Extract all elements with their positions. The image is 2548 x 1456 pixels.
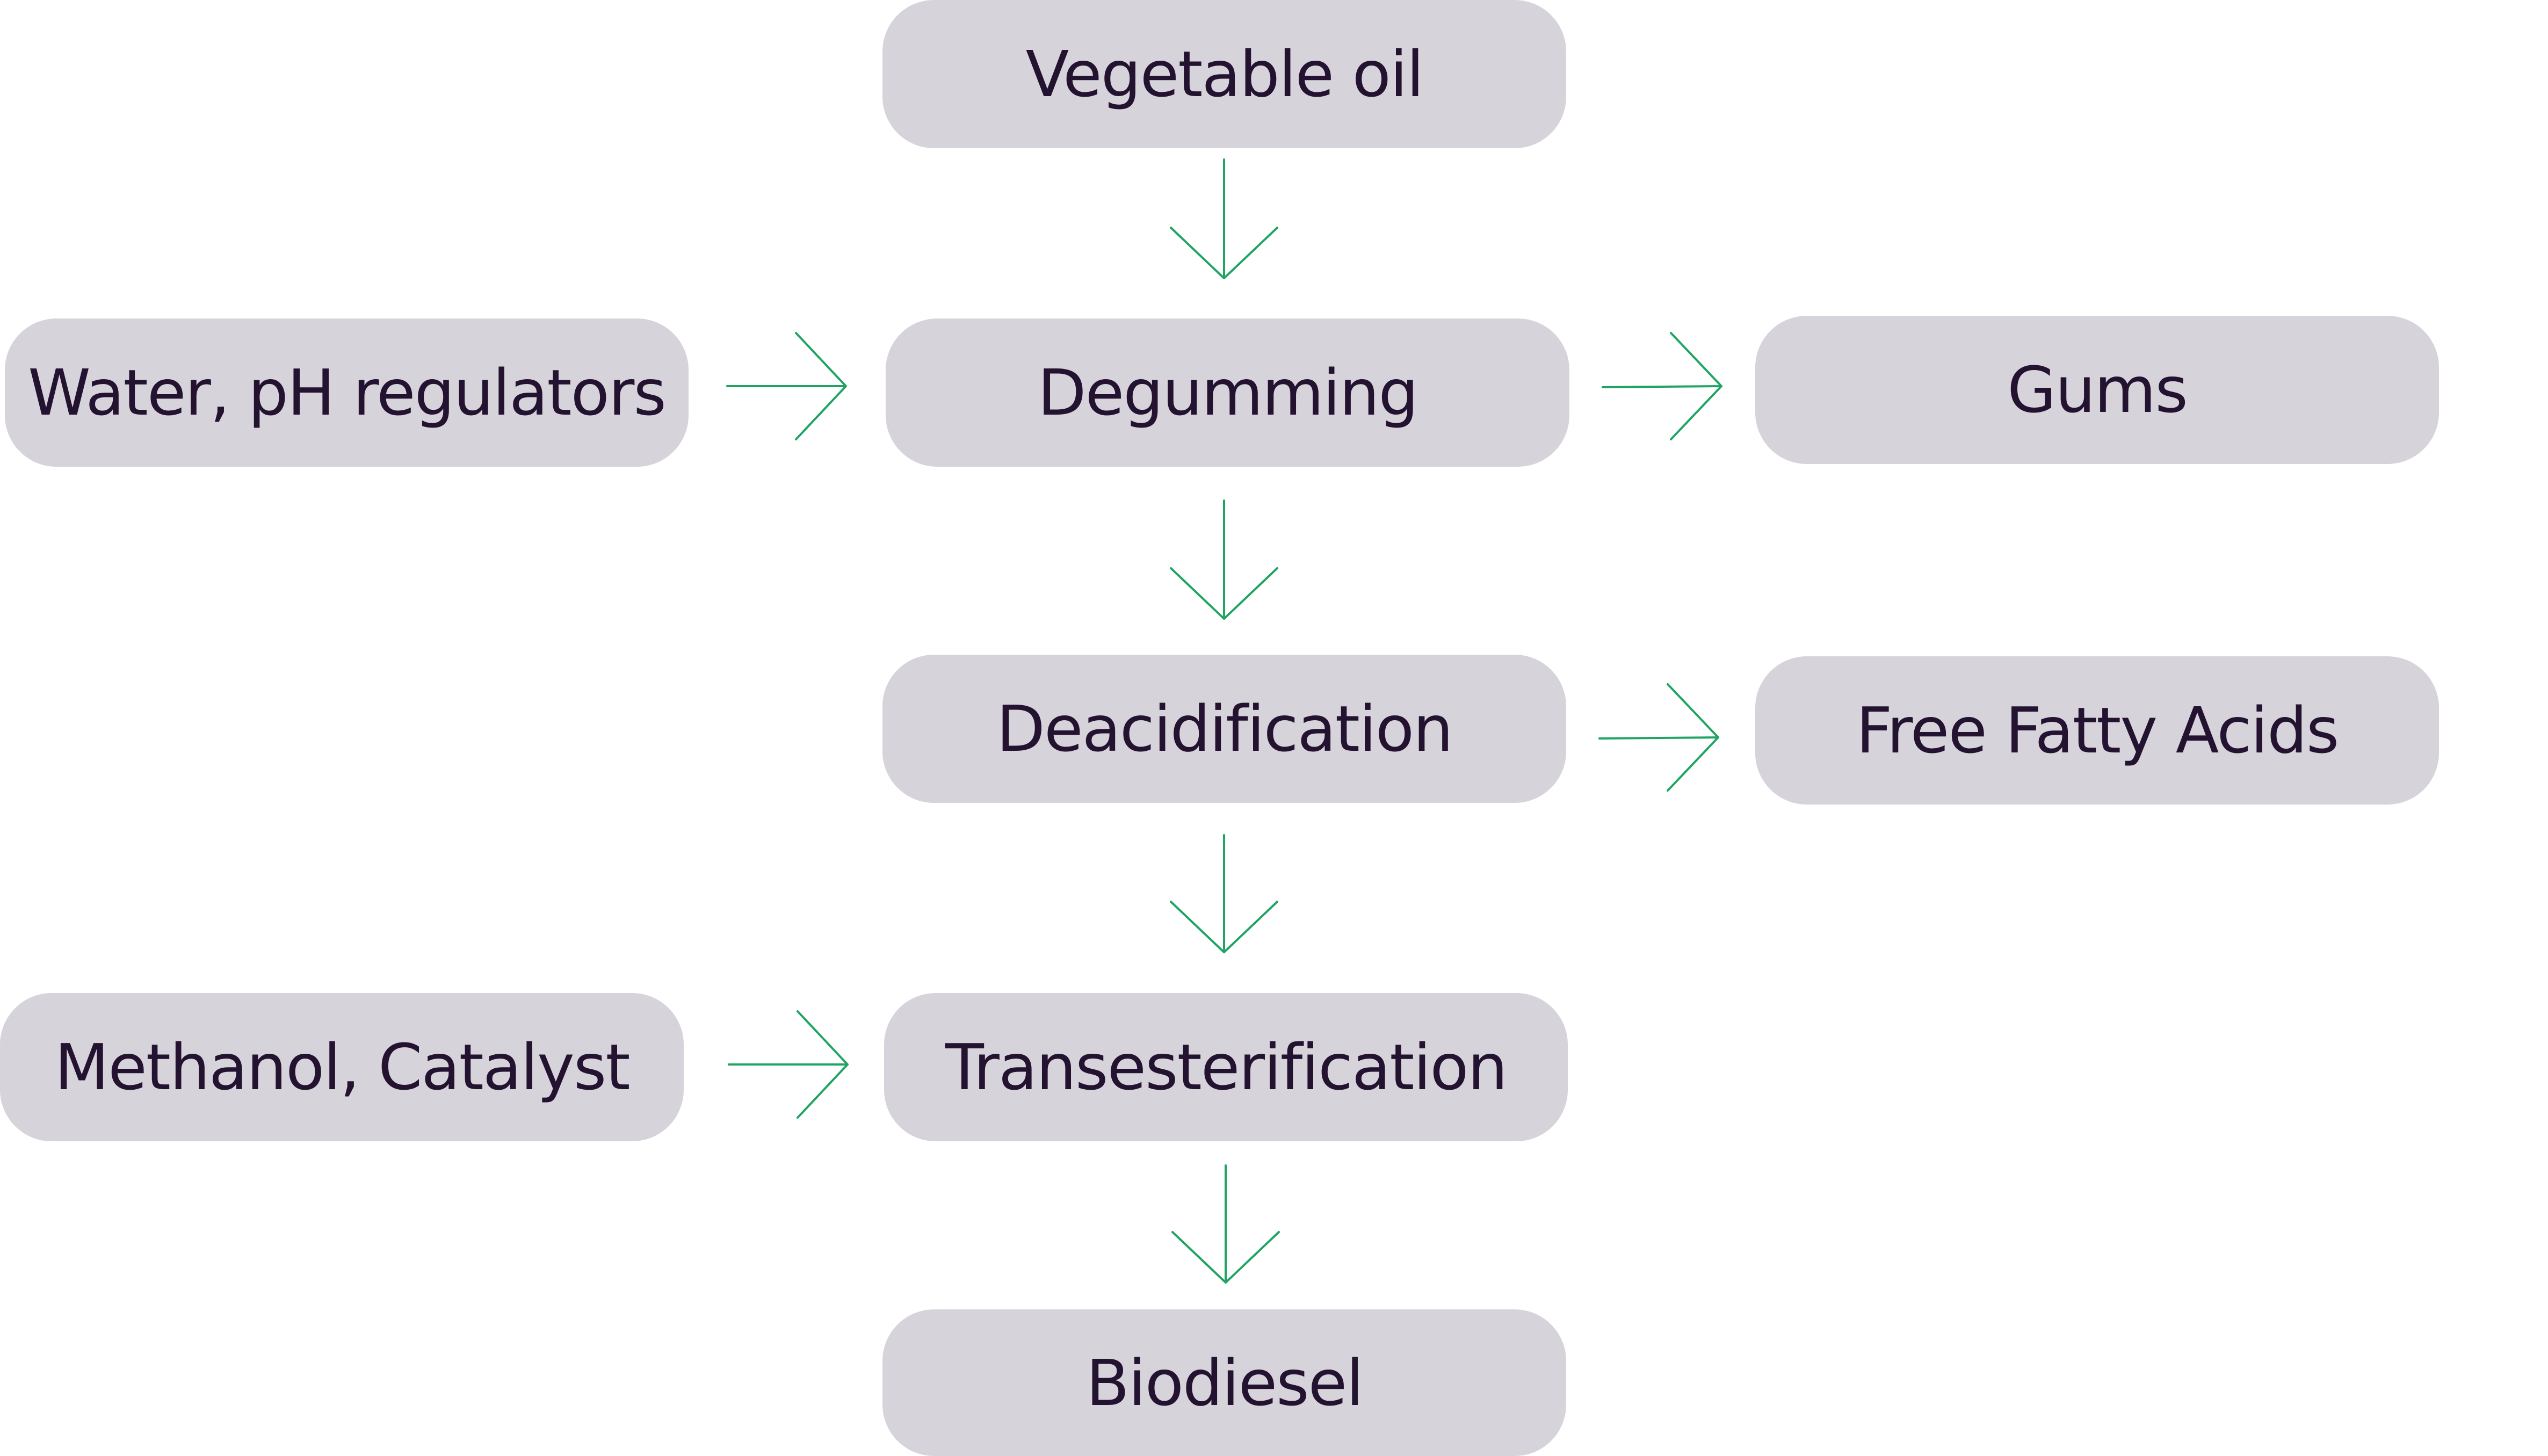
arrow-right-deacidification-to-fatty-acids xyxy=(1598,683,1719,792)
node-gums: Gums xyxy=(1755,316,2439,464)
node-deacidification-label: Deacidification xyxy=(996,692,1453,766)
arrow-down-vegetable-oil-to-degumming xyxy=(1170,158,1278,279)
arrow-right-degumming-to-gums xyxy=(1602,332,1722,440)
node-transesterification-label: Transesterification xyxy=(945,1030,1508,1104)
node-free-fatty-acids-label: Free Fatty Acids xyxy=(1856,693,2340,767)
node-methanol-catalyst: Methanol, Catalyst xyxy=(0,993,684,1141)
node-water-ph-regulators-label: Water, pH regulators xyxy=(28,356,667,430)
node-biodiesel: Biodiesel xyxy=(882,1309,1566,1456)
arrow-down-transesterification-to-biodiesel xyxy=(1171,1164,1280,1284)
node-methanol-catalyst-label: Methanol, Catalyst xyxy=(54,1030,630,1104)
node-vegetable-oil: Vegetable oil xyxy=(882,0,1566,148)
node-transesterification: Transesterification xyxy=(884,993,1568,1141)
node-free-fatty-acids: Free Fatty Acids xyxy=(1755,656,2439,805)
arrow-right-water-to-degumming xyxy=(726,332,847,440)
node-vegetable-oil-label: Vegetable oil xyxy=(1025,37,1424,111)
arrow-down-degumming-to-deacidification xyxy=(1170,499,1278,620)
node-deacidification: Deacidification xyxy=(882,655,1566,803)
node-degumming: Degumming xyxy=(886,318,1569,467)
node-gums-label: Gums xyxy=(2007,353,2188,427)
arrow-down-deacidification-to-transesterification xyxy=(1170,834,1278,953)
node-biodiesel-label: Biodiesel xyxy=(1085,1345,1364,1420)
node-water-ph-regulators: Water, pH regulators xyxy=(5,318,689,467)
arrow-right-methanol-to-transesterification xyxy=(728,1010,849,1119)
node-degumming-label: Degumming xyxy=(1037,356,1419,430)
